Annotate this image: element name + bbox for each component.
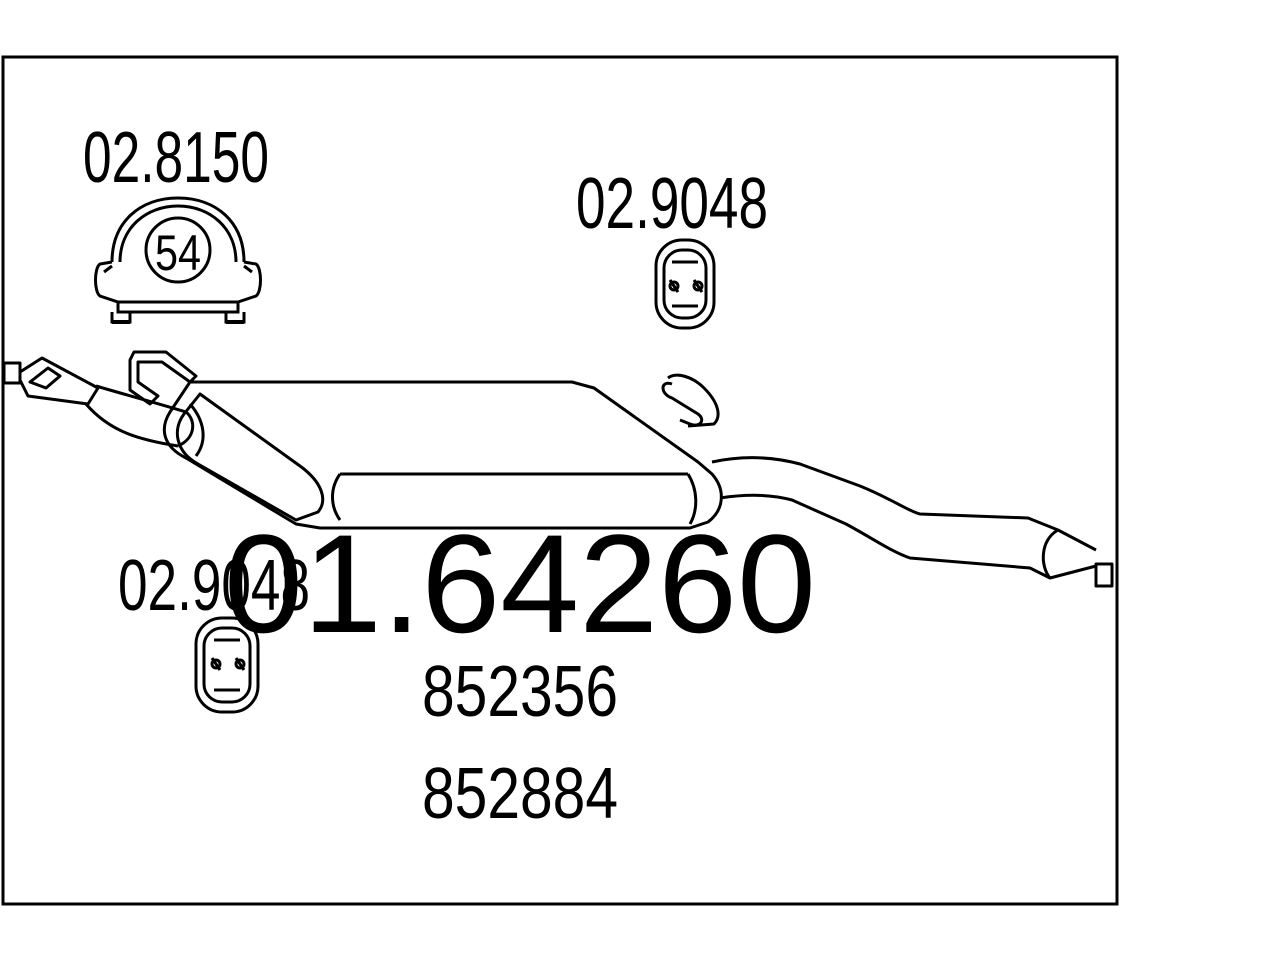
top-hanger-part-number: 02.9048 (576, 164, 768, 244)
clamp-size-label: 54 (155, 225, 201, 281)
clamp-part-number: 02.8150 (83, 118, 269, 198)
top-rubber-hanger-icon (654, 238, 716, 330)
exhaust-clamp-icon (94, 196, 262, 324)
rear-silencer-icon (2, 350, 1114, 588)
reference-number-1: 852356 (422, 652, 618, 732)
diagram-frame (1, 55, 1119, 906)
bottom-hanger-part-number: 02.9048 (118, 546, 310, 626)
bottom-rubber-hanger-icon (194, 616, 260, 714)
main-part-number: 01.64260 (224, 505, 816, 662)
reference-number-2: 852884 (422, 754, 618, 834)
